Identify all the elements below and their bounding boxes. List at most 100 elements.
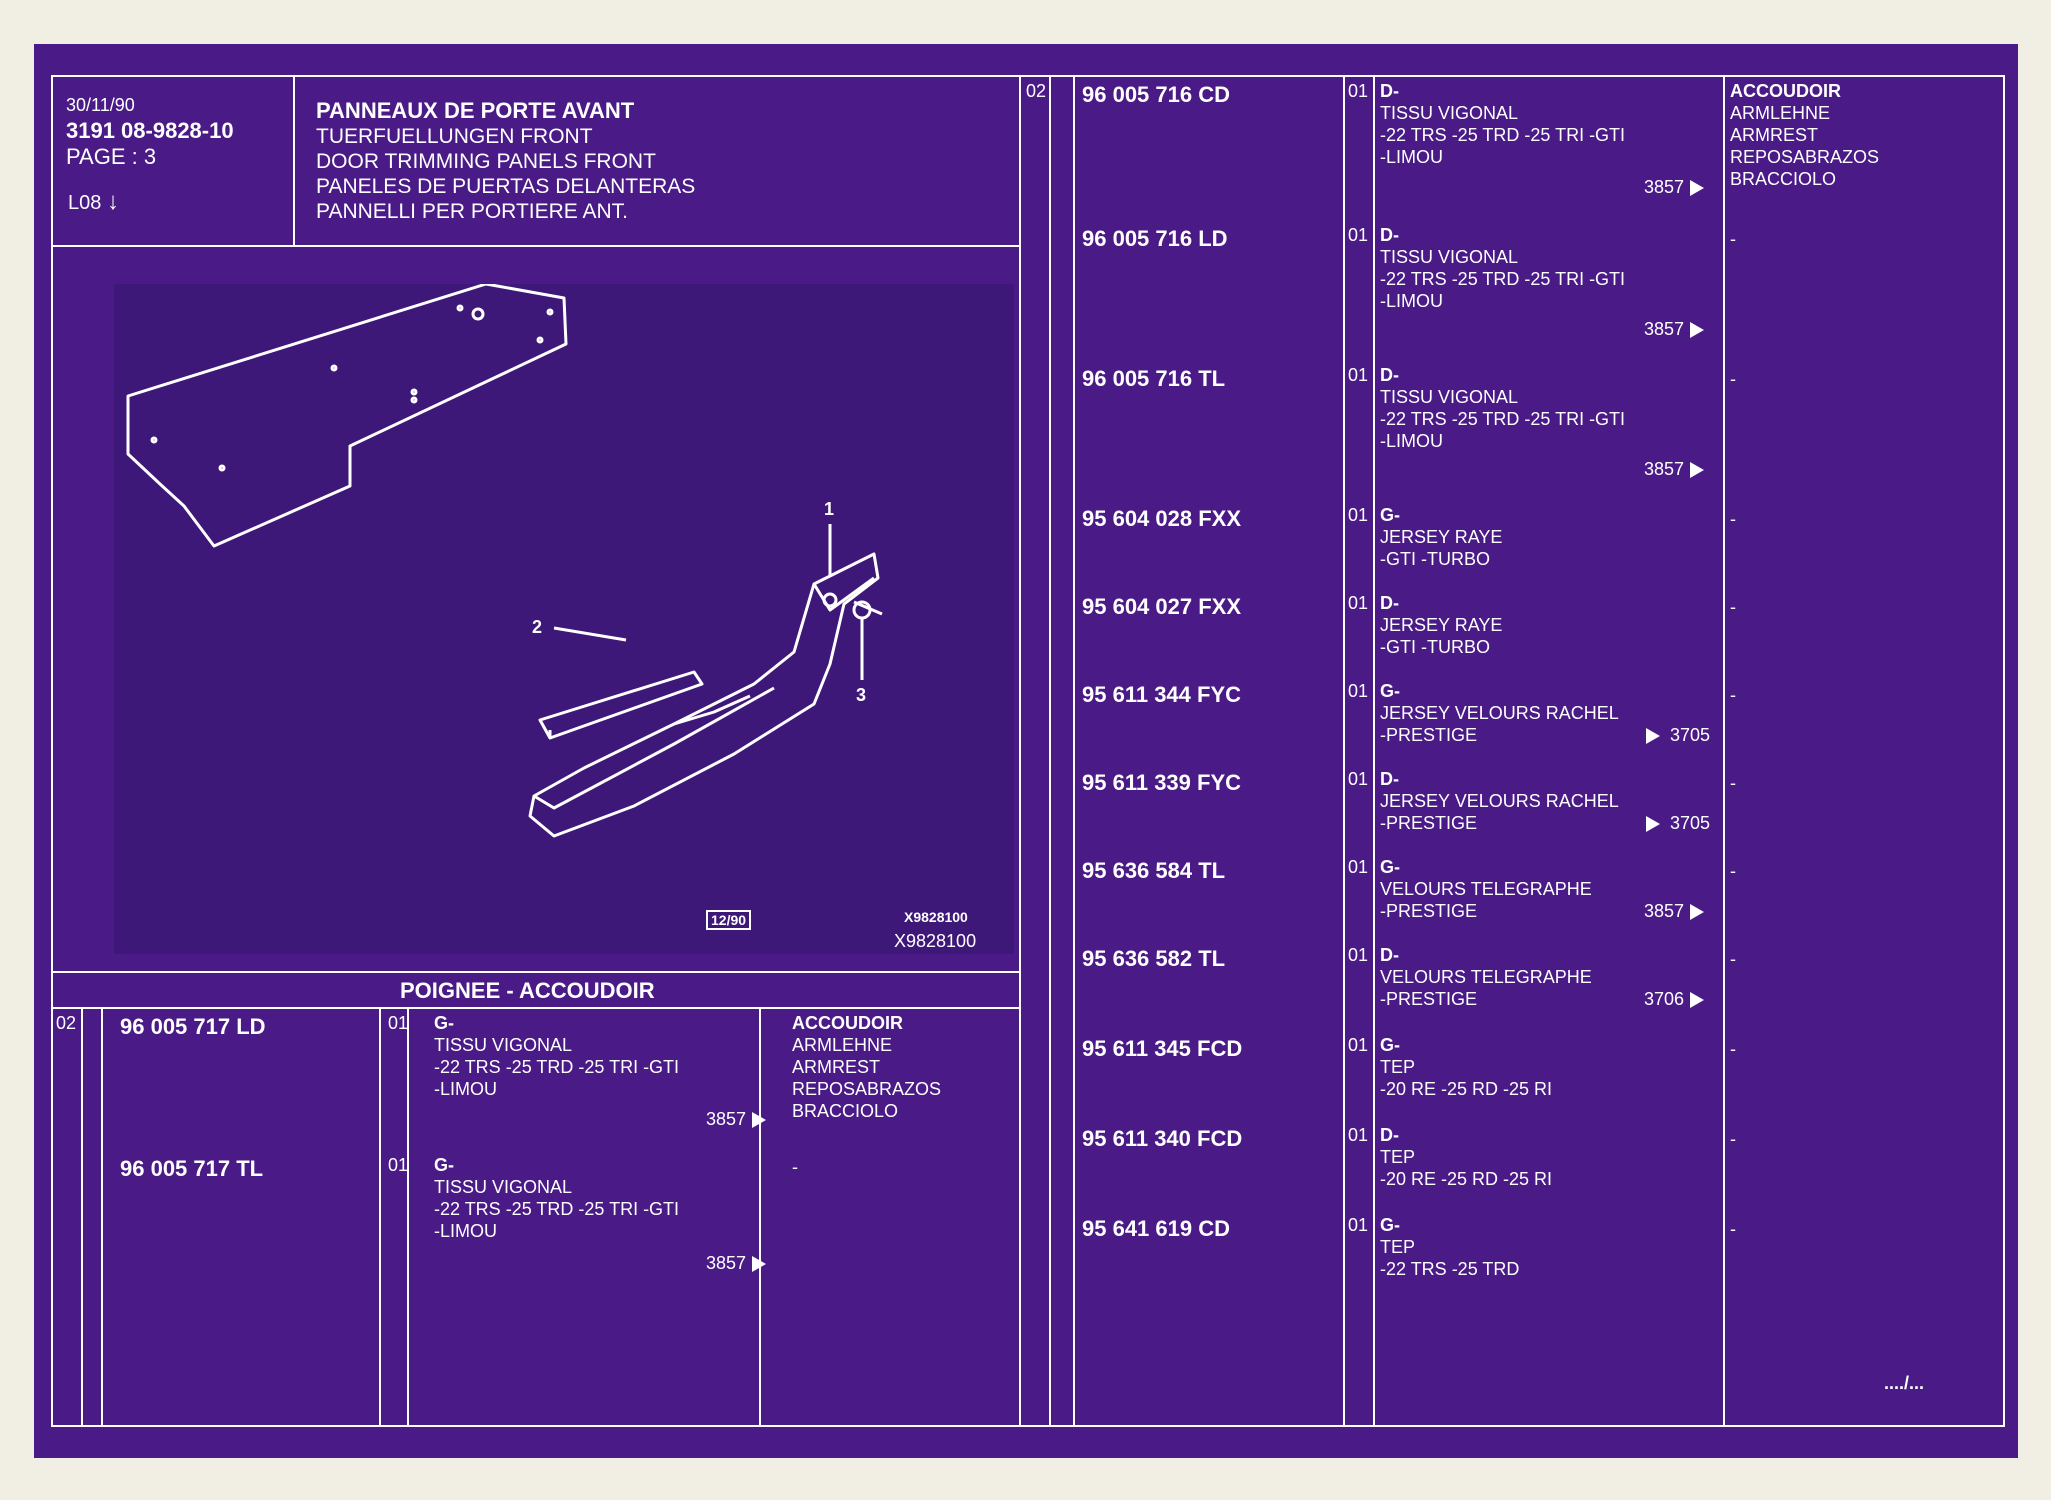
section-heading: POIGNEE - ACCOUDOIR [400,978,655,1003]
right-desc1-5: JERSEY RAYE [1380,615,1503,635]
title-es: PANELES DE PUERTAS DELANTERAS [316,175,696,198]
right-name-es: REPOSABRAZOS [1730,147,1880,167]
left-name-es: REPOSABRAZOS [792,1079,942,1099]
left-group-number: 02 [56,1013,77,1033]
callout-3: 3 [856,685,867,705]
right-part-number-5: 95 604 027 FXX [1082,594,1242,619]
right-desc1-7: JERSEY VELOURS RACHEL [1380,791,1619,811]
right-desc1-11: TEP [1380,1147,1416,1167]
left-desc3-2: -LIMOU [434,1221,497,1241]
right-ref-9-text: 3706 [1644,989,1685,1009]
right-dash-11: - [1730,1129,1736,1149]
title-fr: PANNEAUX DE PORTE AVANT [316,98,635,123]
right-name-de: ARMLEHNE [1730,103,1831,123]
header-date: 30/11/90 [66,95,135,115]
triangle-right-icon [1690,462,1705,479]
right-qty-12: 01 [1348,1215,1369,1235]
right-side-10: G- [1380,1035,1400,1055]
right-part-number-12: 95 641 619 CD [1082,1216,1230,1241]
left-side-2: G- [434,1155,454,1175]
right-desc2-10: -20 RE -25 RD -25 RI [1380,1079,1553,1099]
diagram-code-inner: X9828100 [904,909,968,925]
right-desc2-4: -GTI -TURBO [1380,549,1490,569]
right-name-fr: ACCOUDOIR [1730,81,1841,101]
right-desc3-2: -LIMOU [1380,291,1443,311]
title-de: TUERFUELLUNGEN FRONT [316,125,593,148]
right-desc1-4: JERSEY RAYE [1380,527,1503,547]
right-ref-7-text: 3705 [1670,813,1711,833]
right-desc2-2: -22 TRS -25 TRD -25 TRI -GTI [1380,269,1626,289]
right-ref-1: 3857 [1644,178,1705,197]
right-desc1-2: TISSU VIGONAL [1380,247,1519,267]
left-qty-2: 01 [388,1155,409,1175]
right-group-number: 02 [1026,81,1047,101]
right-dash-12: - [1730,1219,1736,1239]
right-side-7: D- [1380,769,1399,789]
triangle-right-icon [1646,816,1660,833]
right-desc1-10: TEP [1380,1057,1416,1077]
right-qty-7: 01 [1348,769,1369,789]
right-ref-8-text: 3857 [1644,901,1685,921]
right-dash-10: - [1730,1039,1736,1059]
right-desc2-12: -22 TRS -25 TRD [1380,1259,1520,1279]
left-part-number-2: 96 005 717 TL [120,1156,264,1181]
right-name-it: BRACCIOLO [1730,169,1837,189]
right-desc1-9: VELOURS TELEGRAPHE [1380,967,1592,987]
right-desc2-6: -PRESTIGE [1380,725,1478,745]
right-side-9: D- [1380,945,1399,965]
header-page: PAGE : 3 [66,144,157,169]
right-desc2-1: -22 TRS -25 TRD -25 TRI -GTI [1380,125,1626,145]
left-name-en: ARMREST [792,1057,881,1077]
callout-2: 2 [532,617,543,637]
right-part-number-9: 95 636 582 TL [1082,946,1226,971]
left-ref-2-text: 3857 [706,1253,747,1273]
right-desc3-1: -LIMOU [1380,147,1443,167]
triangle-right-icon [1690,992,1705,1009]
right-side-12: G- [1380,1215,1400,1235]
right-part-number-7: 95 611 339 FYC [1082,770,1242,795]
right-side-5: D- [1380,593,1399,613]
right-side-4: G- [1380,505,1400,525]
left-ref-1-text: 3857 [706,1109,747,1129]
triangle-right-icon [752,1256,767,1273]
right-part-number-1: 96 005 716 CD [1082,82,1230,107]
right-part-number-3: 96 005 716 TL [1082,366,1226,391]
right-dash-4: - [1730,509,1736,529]
right-side-8: G- [1380,857,1400,877]
right-dash-9: - [1730,949,1736,969]
right-dash-8: - [1730,861,1736,881]
right-dash-7: - [1730,773,1736,793]
diagram-date-box: 12/90 [706,910,752,930]
triangle-right-icon [1690,180,1705,197]
right-side-2: D- [1380,225,1399,245]
header-code-text: L08 [68,192,102,214]
right-ref-3-text: 3857 [1644,459,1685,479]
arrow-down-icon: ↓ [106,188,119,215]
triangle-right-icon [752,1112,767,1129]
right-desc1-1: TISSU VIGONAL [1380,103,1519,123]
right-ref-6-text: 3705 [1670,725,1711,745]
right-desc2-7: -PRESTIGE [1380,813,1478,833]
right-ref-7: 3705 [1646,813,1711,833]
left-ref-2: 3857 [706,1253,767,1273]
header-ref: 3191 08-9828-10 [66,118,234,143]
right-desc1-6: JERSEY VELOURS RACHEL [1380,703,1619,723]
left-desc2-1: -22 TRS -25 TRD -25 TRI -GTI [434,1057,680,1077]
triangle-right-icon [1690,322,1705,339]
right-desc1-8: VELOURS TELEGRAPHE [1380,879,1592,899]
right-ref-9: 3706 [1644,989,1705,1009]
left-desc1-1: TISSU VIGONAL [434,1035,573,1055]
right-ref-3: 3857 [1644,459,1705,479]
left-name-de: ARMLEHNE [792,1035,893,1055]
right-qty-4: 01 [1348,505,1369,525]
header-code: L08 ↓ [68,190,119,214]
triangle-right-icon [1690,904,1705,921]
right-ref-8: 3857 [1644,901,1705,921]
left-part-number-1: 96 005 717 LD [120,1014,266,1039]
right-dash-3: - [1730,369,1736,389]
left-desc2-2: -22 TRS -25 TRD -25 TRI -GTI [434,1199,680,1219]
left-name-dash: - [792,1157,798,1177]
right-ref-2: 3857 [1644,320,1705,339]
title-it: PANNELLI PER PORTIERE ANT. [316,200,628,223]
left-qty-1: 01 [388,1013,409,1033]
